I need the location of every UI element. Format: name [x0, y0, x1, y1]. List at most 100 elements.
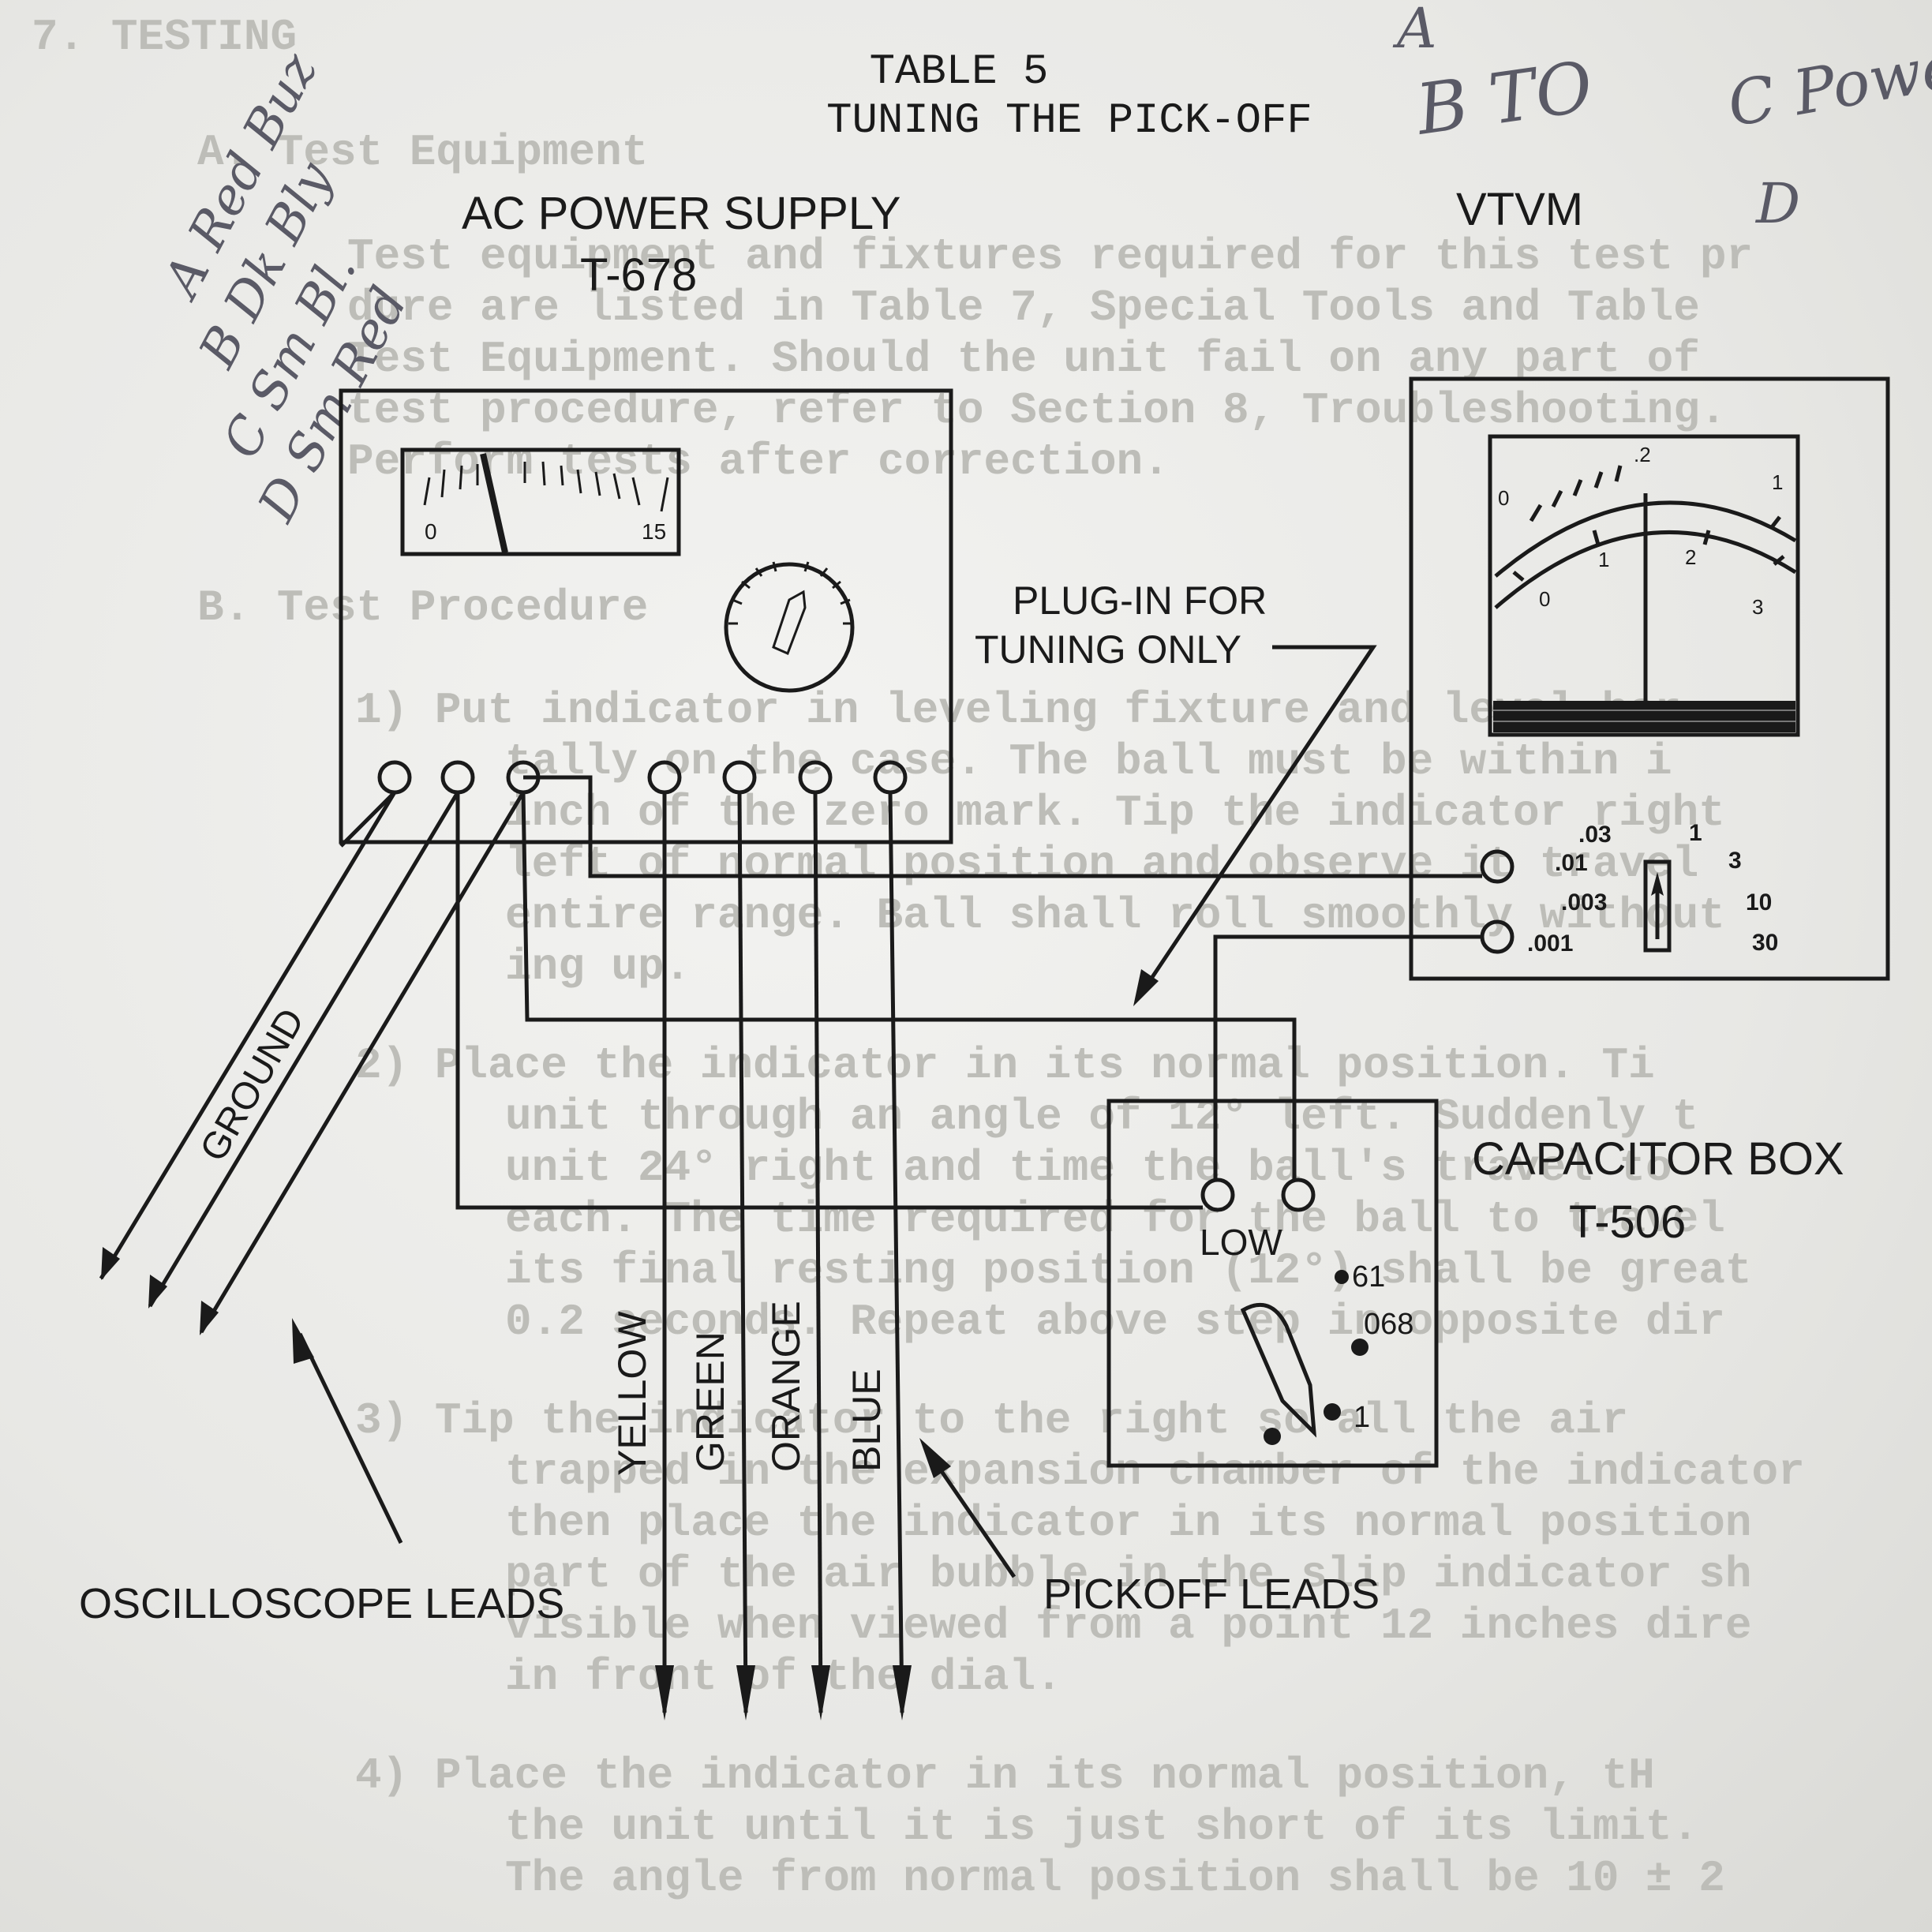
- bg-line: The angle from normal position shall be …: [505, 1853, 1725, 1904]
- lead-color-label: YELLOW: [610, 1311, 654, 1476]
- terminal[interactable]: [377, 760, 412, 795]
- vtvm-scale-ticks: [1512, 465, 1785, 582]
- bg-line: B. Test Procedure: [197, 582, 648, 633]
- bg-line: 1) Put indicator in leveling fixture and…: [355, 685, 1681, 736]
- pickoff-lead-blue: [888, 792, 904, 1713]
- handwritten-note: D: [1754, 171, 1800, 236]
- switch-value-label: 61: [1352, 1260, 1385, 1294]
- wire-to-capacitor: [521, 792, 1297, 1180]
- meter-window: [400, 447, 681, 556]
- vtvm-scale-label: 3: [1752, 595, 1763, 619]
- terminal[interactable]: [440, 760, 475, 795]
- vtvm-scale-label: 1: [1598, 548, 1609, 571]
- vtvm-title: VTVM: [1456, 184, 1583, 235]
- capacitor-terminal[interactable]: [1281, 1178, 1316, 1212]
- capacitor-terminal[interactable]: [1200, 1178, 1235, 1212]
- capacitor-low-label: LOW: [1200, 1222, 1282, 1263]
- vtvm-scale-label: 2: [1685, 545, 1696, 569]
- plug-in-note-line2: TUNING ONLY: [975, 627, 1241, 672]
- diagram-title: TUNING THE PICK-OFF: [826, 97, 1312, 145]
- meter-ticks: [423, 461, 669, 512]
- switch-position-dot: [1264, 1428, 1281, 1445]
- plug-in-callout: PLUG-IN FOR TUNING ONLY: [975, 578, 1377, 1006]
- bg-line: tally on the case. The ball must be with…: [505, 736, 1672, 787]
- vtvm: VTVM 0 .2 1 1 2 0 3 .03: [1409, 184, 1890, 981]
- wire-to-vtvm: [523, 775, 1482, 878]
- vtvm-range-label: 10: [1746, 889, 1772, 915]
- background-show-through: 7. TESTING A. Test Equipment Test equipm…: [32, 12, 1805, 1904]
- vtvm-scale-label: 0: [1539, 587, 1550, 611]
- knob-pointer: [772, 590, 807, 656]
- arrowhead: [893, 1665, 912, 1720]
- switch-value-label: 1: [1354, 1401, 1370, 1434]
- pickoff-lead-orange: [813, 792, 823, 1713]
- vtvm-input-terminal[interactable]: [1480, 849, 1515, 884]
- lead-color-label: GREEN: [688, 1331, 732, 1472]
- bg-line: dure are listed in Table 7, Special Tool…: [347, 283, 1700, 333]
- vtvm-range-label: 30: [1752, 930, 1778, 956]
- vtvm-box: [1409, 376, 1890, 981]
- capacitor-box-model: T-506: [1569, 1196, 1686, 1248]
- arrowhead: [919, 1438, 951, 1478]
- vtvm-range-selector[interactable]: [1643, 859, 1672, 953]
- bg-line: inch of the zero mark. Tip the indicator…: [505, 788, 1725, 838]
- table-number: TABLE 5: [870, 48, 1049, 96]
- bg-line: 0.2 seconds. Repeat above step in opposi…: [505, 1297, 1725, 1347]
- switch-position-dot: [1351, 1339, 1368, 1356]
- wire-vtvm-to-capacitor: [1213, 934, 1482, 1180]
- vtvm-range-label: .01: [1555, 850, 1588, 876]
- bg-line: Test equipment and fixtures required for…: [347, 231, 1753, 282]
- switch-position-dot: [1324, 1403, 1341, 1421]
- bg-line: visible when viewed from a point 12 inch…: [505, 1601, 1751, 1651]
- arrowhead: [148, 1275, 167, 1309]
- plug-in-note-line1: PLUG-IN FOR: [1013, 578, 1267, 623]
- bg-line: unit through an angle of 12° left. Sudde…: [505, 1091, 1698, 1142]
- plug-in-leader: [1136, 645, 1377, 1000]
- bg-line: trapped in the expansion chamber of the …: [505, 1447, 1805, 1497]
- vtvm-range-label: .003: [1561, 889, 1607, 915]
- power-supply-knob[interactable]: [724, 561, 855, 693]
- capacitor-switch-pointer[interactable]: [1240, 1302, 1317, 1438]
- capacitor-box-title: CAPACITOR BOX: [1472, 1133, 1844, 1185]
- bg-line: entire range. Ball shall roll smoothly w…: [505, 890, 1725, 941]
- ac-power-supply: AC POWER SUPPLY T-678 0 15: [339, 188, 953, 844]
- oscilloscope-leader: [298, 1332, 403, 1544]
- pickoff-leads-label: PICKOFF LEADS: [1043, 1571, 1380, 1618]
- bg-line: its final resting position (12°) shall b…: [505, 1245, 1751, 1296]
- power-supply-box: [339, 388, 953, 844]
- handwritten-note: B TO: [1410, 46, 1598, 151]
- bg-line: Perform tests after correction.: [347, 436, 1170, 487]
- bg-line: 3) Tip the indicator to the right so all…: [355, 1395, 1628, 1446]
- arrowhead: [200, 1301, 219, 1335]
- vtvm-scale-label: 0: [1498, 486, 1509, 510]
- vtvm-range-label: .001: [1527, 930, 1573, 957]
- pickoff-lead-green: [737, 792, 748, 1713]
- bg-line: Test Equipment. Should the unit fail on …: [347, 334, 1700, 384]
- bg-line: then place the indicator in its normal p…: [505, 1498, 1751, 1548]
- ground-wire-join: [339, 791, 396, 848]
- vtvm-scale-label: 1: [1772, 470, 1783, 494]
- capacitor-box-frame: [1106, 1099, 1439, 1468]
- bg-line: ing up.: [505, 942, 691, 992]
- range-selector-slot: [1643, 859, 1672, 953]
- bg-line: each. The time required for the ball to …: [505, 1194, 1725, 1245]
- lead-color-label: ORANGE: [764, 1301, 808, 1472]
- knob-ticks: [728, 561, 852, 625]
- knob-dial: [724, 562, 855, 693]
- lead-color-label: BLUE: [844, 1368, 889, 1472]
- bg-line: 4) Place the indicator in its normal pos…: [355, 1750, 1655, 1801]
- vtvm-range-label: .03: [1578, 822, 1612, 848]
- meter-needle: [480, 453, 508, 553]
- arrowhead: [811, 1665, 830, 1720]
- switch-position-dot: [1335, 1270, 1349, 1284]
- bg-line: in front of the dial.: [505, 1652, 1062, 1702]
- arrowhead: [736, 1665, 755, 1720]
- arrowhead: [101, 1247, 120, 1280]
- vtvm-range-label: 1: [1689, 820, 1702, 846]
- power-supply-model: T-678: [580, 249, 697, 301]
- arrowhead: [292, 1318, 314, 1364]
- arrowhead: [655, 1665, 674, 1720]
- meter-scale-min: 0: [425, 519, 437, 544]
- wire-to-capacitor-low: [455, 792, 1203, 1210]
